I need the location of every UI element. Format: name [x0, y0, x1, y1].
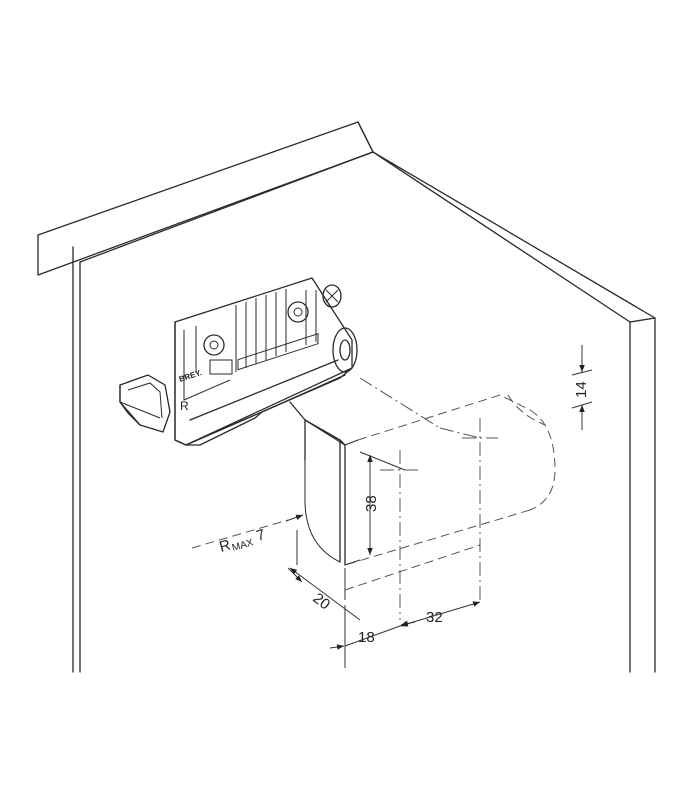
cabinet-left-side	[72, 151, 374, 673]
dimension-top-offset: 14	[571, 345, 593, 430]
dimension-label-top-offset: 14	[573, 381, 590, 398]
dimension-label-radius-sub: MAX	[231, 537, 255, 554]
hinge-device: BREY. R	[119, 277, 358, 446]
dimension-radius: R MAX 7	[191, 514, 304, 556]
dimension-label-height: 38	[363, 495, 380, 512]
drill-centre-lines	[359, 377, 498, 620]
dimension-spacing: 32	[399, 601, 481, 627]
dimension-label-depth: 20	[310, 590, 334, 614]
cabinet-right-side	[372, 151, 631, 673]
dimension-label-radius-prefix: R	[217, 536, 232, 555]
dimension-height: 38	[344, 451, 406, 566]
drawer-front	[289, 401, 359, 566]
dimension-depth: 20	[287, 530, 361, 621]
drawer-hidden-outline	[344, 394, 556, 591]
dimension-label-spacing: 32	[426, 609, 443, 626]
dimension-label-radius-value: 7	[254, 526, 267, 545]
device-brand-label: BREY.	[178, 368, 203, 384]
device-side-mark: R	[180, 399, 189, 413]
dimension-side-offset: 18	[329, 605, 416, 668]
dimension-label-side-offset: 18	[358, 629, 375, 646]
